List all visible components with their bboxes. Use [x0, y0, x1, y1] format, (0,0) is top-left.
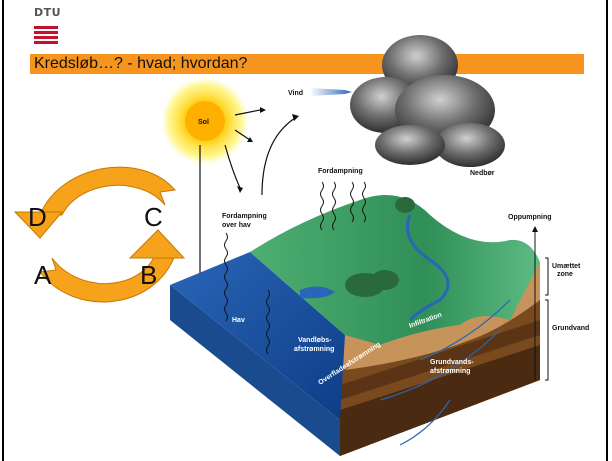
logo-text: DTU: [34, 6, 62, 19]
pumping-label: Oppumpning: [508, 214, 552, 221]
dtu-logo-icon: [34, 26, 58, 44]
evaporation-squiggles: [224, 181, 366, 355]
unsaturated-zone-label-1: Umættet: [552, 263, 581, 270]
gw-runoff-label-2: afstrømning: [430, 368, 470, 375]
wind: Vind: [288, 88, 352, 97]
gw-runoff-label-1: Grundvands-: [430, 359, 474, 366]
cycle-label-b: B: [140, 260, 157, 290]
hillside: [345, 262, 540, 370]
groundwater-label: Grundvand: [552, 325, 589, 332]
slide-frame-left: [2, 0, 4, 461]
depth-brackets: [545, 257, 549, 381]
sun-core: [185, 101, 225, 141]
cycle-label-d: D: [28, 202, 47, 232]
land-surface: [250, 195, 540, 345]
cycle-arrow-bottom-head: [128, 229, 186, 259]
wind-arrow-icon: [310, 88, 352, 96]
sea-label: Hav: [232, 317, 245, 324]
cycle-label-a: A: [34, 260, 52, 290]
stream-runoff-label-2: afstrømning: [294, 346, 334, 353]
sun-label: Sol: [198, 119, 209, 126]
stream-runoff-label-1: Vandløbs-: [298, 337, 332, 344]
lake: [300, 286, 335, 299]
rain-lines: [434, 168, 478, 238]
sun-arrows: [199, 109, 296, 285]
river: [406, 214, 450, 322]
slide-frame-right: [606, 0, 608, 461]
sun: Sol: [159, 75, 251, 167]
groundwater-flow: [379, 299, 511, 446]
unsaturated-zone-label-2: zone: [557, 271, 573, 278]
evaporation-label: Fordampning: [318, 168, 363, 175]
cycle-arrow-top-head: [13, 211, 64, 239]
cycle-arrow-bottom: [39, 254, 176, 303]
sea: [170, 252, 345, 420]
wind-label: Vind: [288, 90, 303, 97]
precipitation-label: Nedbør: [470, 170, 495, 177]
slide-title: Kredsløb…? - hvad; hvordan?: [34, 55, 248, 72]
cycle-arrows: D C A B: [13, 166, 186, 303]
rain-cloud: [350, 35, 505, 167]
cycle-label-c: C: [144, 202, 163, 232]
evaporation-sea-label-1: Fordampning: [222, 213, 267, 220]
forest: [345, 197, 415, 297]
cycle-arrow-top: [39, 166, 176, 216]
evaporation-sea-label-2: over hav: [222, 222, 251, 229]
pumping-arrow: [532, 226, 538, 380]
